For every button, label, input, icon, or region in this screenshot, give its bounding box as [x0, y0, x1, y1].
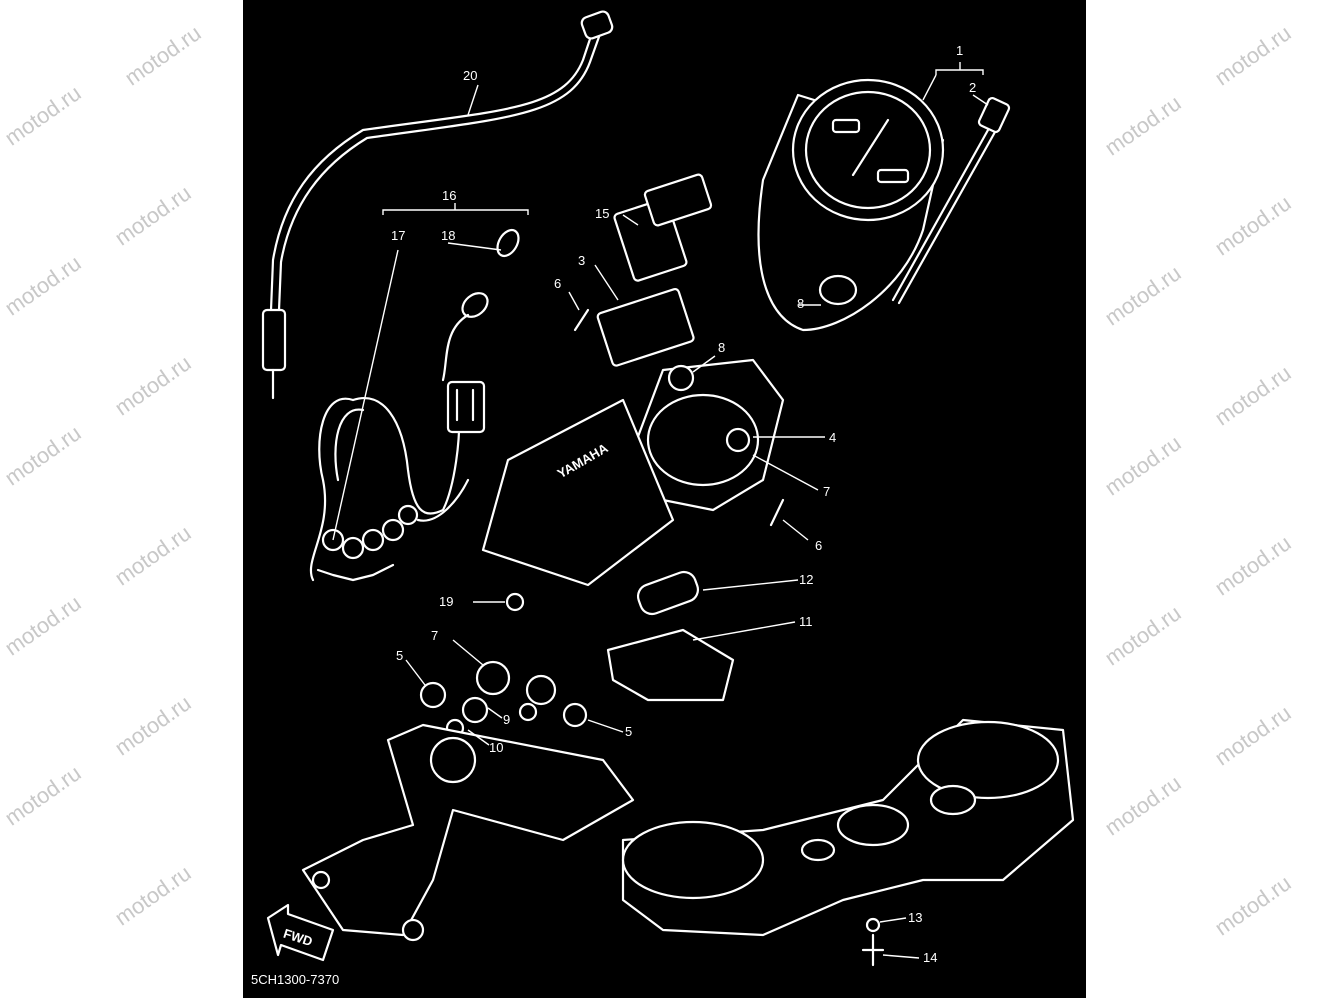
watermark: motod.ru: [110, 860, 196, 931]
wire-harness: [309, 203, 529, 582]
callout-8a: 8: [797, 296, 804, 311]
bulb: [496, 228, 520, 258]
watermark: motod.ru: [1100, 600, 1186, 671]
callout-5b: 5: [625, 724, 632, 739]
indicator-window: [643, 173, 713, 227]
callout-17: 17: [391, 228, 405, 243]
parts-diagram: YAMAHA FWD: [261, 10, 1075, 967]
callout-6a: 6: [554, 276, 561, 291]
watermark: motod.ru: [1210, 530, 1296, 601]
watermark: motod.ru: [0, 760, 86, 831]
callout-20: 20: [463, 68, 477, 83]
leader-lines: [332, 62, 989, 959]
callout-19: 19: [439, 594, 453, 609]
callout-3: 3: [578, 253, 585, 268]
callout-10: 10: [489, 740, 503, 755]
bulb-sockets: [316, 504, 419, 582]
callout-5a: 5: [396, 648, 403, 663]
diagram-panel: YAMAHA FWD: [243, 0, 1086, 998]
callout-7a: 7: [823, 484, 830, 499]
watermark: motod.ru: [110, 690, 196, 761]
watermark: motod.ru: [1100, 770, 1186, 841]
watermark: motod.ru: [0, 590, 86, 661]
watermark: motod.ru: [1210, 190, 1296, 261]
callout-2: 2: [969, 80, 976, 95]
mount-plate: [606, 628, 735, 702]
callout-13: 13: [908, 910, 922, 925]
callout-14: 14: [923, 950, 937, 965]
watermark: motod.ru: [120, 20, 206, 91]
watermark: motod.ru: [1100, 430, 1186, 501]
callout-1: 1: [956, 43, 963, 58]
callout-labels: 1 2 3 4 5 5 6 6 7 7 8 8 9 10 11 12 13 14…: [391, 43, 976, 965]
meter-bracket: [631, 358, 785, 512]
callout-4: 4: [829, 430, 836, 445]
callout-9: 9: [503, 712, 510, 727]
callout-11: 11: [799, 614, 813, 629]
watermark: motod.ru: [1210, 700, 1296, 771]
cable-end: [891, 96, 1011, 305]
fwd-arrow: FWD: [266, 903, 335, 962]
callout-6b: 6: [815, 538, 822, 553]
grommet: [636, 570, 700, 616]
callout-16: 16: [442, 188, 456, 203]
watermark: motod.ru: [1210, 870, 1296, 941]
diagram-code: 5CH1300-7370: [251, 972, 340, 987]
watermark: motod.ru: [110, 520, 196, 591]
watermark: motod.ru: [110, 180, 196, 251]
watermark: motod.ru: [110, 350, 196, 421]
lower-stay: [301, 723, 635, 942]
callout-15: 15: [595, 206, 609, 221]
watermark: motod.ru: [0, 250, 86, 321]
triple-clamp: [621, 718, 1075, 937]
speedometer: [757, 78, 945, 332]
watermark: motod.ru: [1100, 260, 1186, 331]
watermark: motod.ru: [1100, 90, 1186, 161]
watermark: motod.ru: [1210, 360, 1296, 431]
callout-7b: 7: [431, 628, 438, 643]
speedometer-cable: [261, 10, 614, 400]
watermark: motod.ru: [0, 420, 86, 491]
callout-12: 12: [799, 572, 813, 587]
callout-18: 18: [441, 228, 455, 243]
emblem-panel: YAMAHA: [481, 398, 675, 587]
callout-8b: 8: [718, 340, 725, 355]
watermark: motod.ru: [1210, 20, 1296, 91]
watermark: motod.ru: [0, 80, 86, 151]
indicator-panel: [596, 287, 695, 367]
